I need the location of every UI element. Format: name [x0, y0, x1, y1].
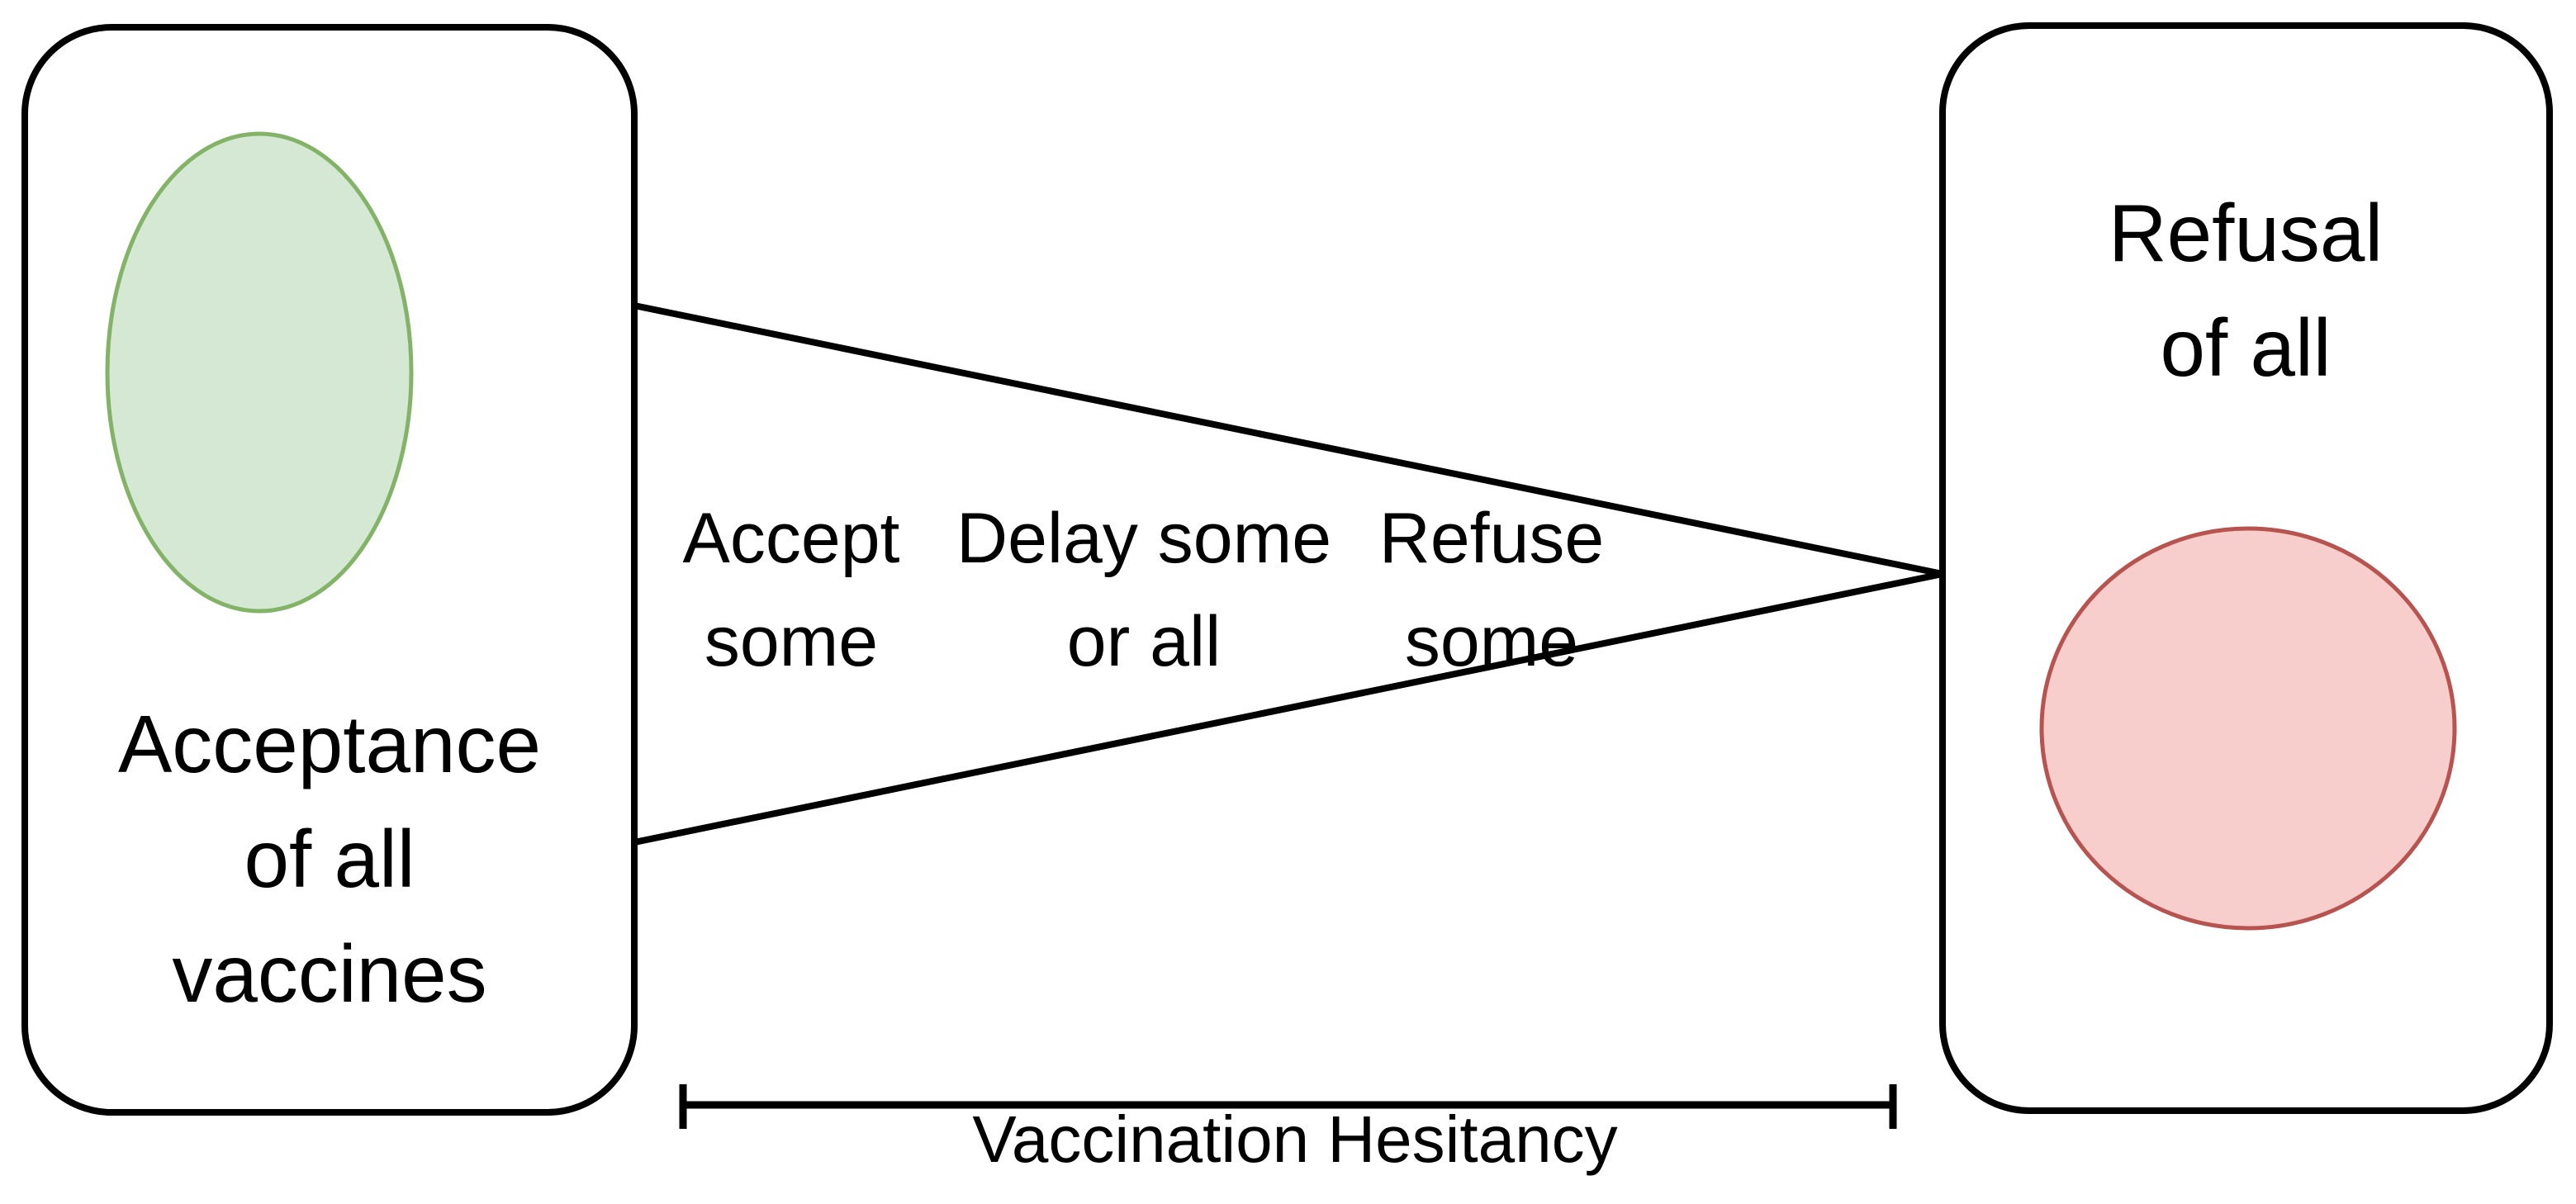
continuum-label-delay-some-or-all: Delay some or all [956, 499, 1332, 681]
hesitancy-range-bracket [679, 1084, 1897, 1129]
acceptance-box-label: Acceptance of all vaccines [117, 699, 542, 1020]
acceptance-circle [105, 131, 414, 614]
refusal-box-label: Refusal of all [2108, 187, 2384, 394]
refusal-circle [2039, 526, 2457, 931]
continuum-label-accept-some: Accept some [682, 499, 900, 681]
continuum-label-refuse-some: Refuse some [1378, 499, 1605, 681]
continuum-wedge [633, 302, 1943, 846]
vaccination-hesitancy-caption: Vaccination Hesitancy [972, 1102, 1618, 1176]
